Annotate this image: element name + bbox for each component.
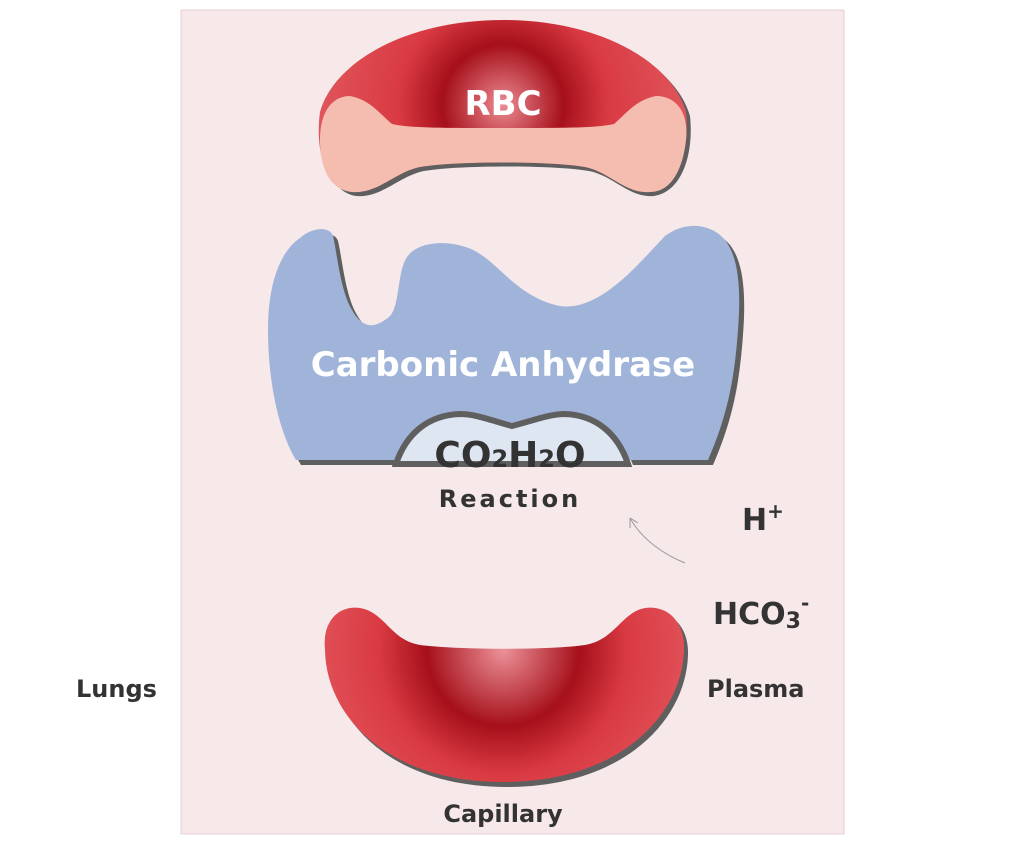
rbc-top-shape bbox=[318, 20, 691, 197]
capillary-label: Capillary bbox=[443, 800, 563, 828]
reaction-label: Reaction bbox=[439, 485, 581, 513]
rbc-bottom-shape bbox=[324, 607, 689, 787]
substrate-label: CO2H2O bbox=[434, 435, 585, 476]
arrow-head-icon bbox=[629, 517, 639, 528]
rbc-top-membrane bbox=[320, 96, 687, 193]
bicarbonate-label: HCO3- bbox=[713, 591, 809, 634]
rbc-label: RBC bbox=[464, 84, 541, 124]
curved-arrow-icon bbox=[629, 517, 686, 564]
active-site-pocket bbox=[391, 410, 633, 467]
carbonic-anhydrase-shape bbox=[268, 225, 745, 467]
enzyme-label: Carbonic Anhydrase bbox=[311, 345, 695, 385]
hydrogen-ion-label: H+ bbox=[742, 499, 784, 538]
lungs-label: Lungs bbox=[76, 675, 157, 703]
plasma-label: Plasma bbox=[707, 675, 805, 703]
